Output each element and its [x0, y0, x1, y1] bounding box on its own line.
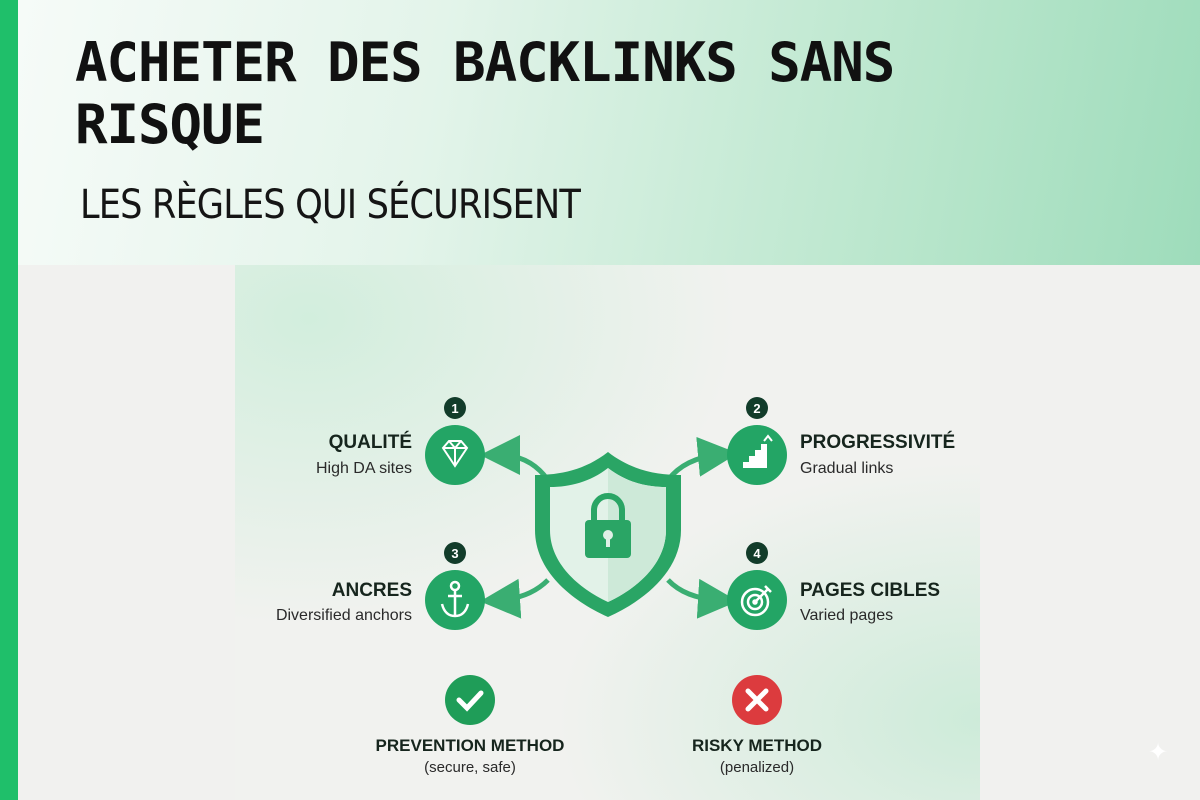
header-banner [18, 0, 1200, 265]
diamond-icon [441, 440, 469, 468]
rule-subtitle: High DA sites [315, 460, 412, 477]
rule-title: PROGRESSIVITÉ [800, 432, 956, 453]
method-subtitle: (penalized) [719, 759, 795, 776]
rule-subtitle: Gradual links [800, 460, 894, 477]
rule-title: ANCRES [331, 580, 412, 601]
stairs-icon [743, 444, 767, 468]
rule-2-icon-group: 2 [727, 397, 787, 485]
rule-number-badge: 2 [753, 401, 760, 416]
page-subtitle: LES RÈGLES QUI SÉCURISENT [80, 182, 581, 228]
rule-3-icon-group: 3 [425, 542, 485, 630]
rule-number-badge: 1 [451, 401, 458, 416]
page-title: ACHETER DES BACKLINKS SANS RISQUE [75, 31, 895, 156]
rule-title: QUALITÉ [328, 432, 412, 453]
x-icon [732, 675, 782, 725]
sparkle-icon: ✦ [1148, 739, 1169, 766]
rule-1-icon-group: 1 [425, 397, 485, 485]
method-title: PREVENTION METHOD [375, 736, 565, 755]
rule-subtitle: Varied pages [800, 607, 894, 624]
target-icon [740, 585, 772, 617]
rule-subtitle: Diversified anchors [275, 607, 412, 624]
accent-bar [0, 0, 18, 800]
lock-icon [585, 493, 631, 558]
rule-number-badge: 3 [451, 546, 458, 561]
rule-number-badge: 4 [753, 546, 761, 561]
check-icon [445, 675, 495, 725]
rule-title: PAGES CIBLES [800, 580, 941, 601]
arrow-3 [480, 578, 550, 619]
method-subtitle: (secure, safe) [424, 759, 516, 776]
rule-4-icon-group: 4 [727, 542, 787, 630]
arrow-4 [666, 578, 738, 619]
anchor-icon [440, 580, 470, 618]
method-title: RISKY METHOD [691, 736, 823, 755]
